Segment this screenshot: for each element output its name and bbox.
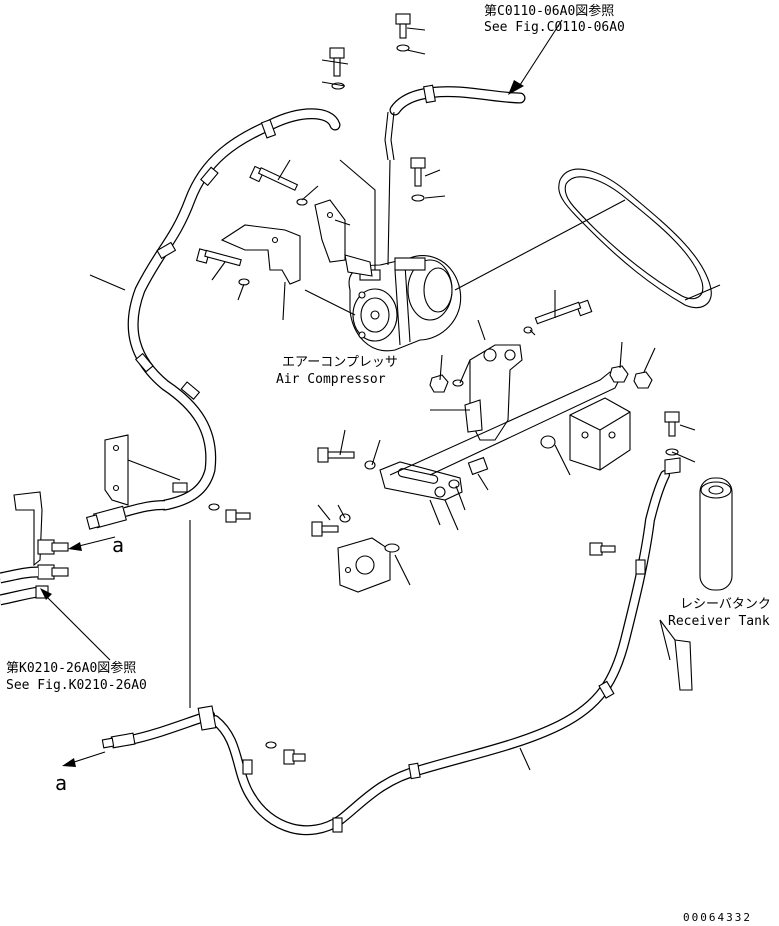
reference-arrows — [40, 19, 563, 767]
bolts — [195, 13, 680, 765]
belt-guard — [569, 397, 631, 471]
air-compressor-en: Air Compressor — [276, 372, 386, 387]
v-belt — [558, 168, 712, 309]
bracket-hole — [112, 484, 120, 492]
left-valve-assembly — [0, 491, 69, 606]
left-fitting — [85, 500, 166, 530]
connector-a-upper: a — [112, 533, 124, 557]
lower-hose — [210, 470, 670, 836]
lower-left-hose — [101, 520, 217, 749]
ref-c0110-en: See Fig.C0110-06A0 — [484, 20, 625, 35]
left-bracket — [104, 434, 129, 506]
receiver-tank-en: Receiver Tank — [668, 614, 770, 629]
main-left-hose — [127, 108, 341, 511]
air-compressor — [348, 255, 462, 352]
ref-k0210-jp: 第K0210-26A0図参照 — [6, 660, 136, 676]
leader-lines — [89, 27, 721, 771]
idler-bracket — [337, 537, 391, 593]
connector-a-lower: a — [55, 771, 67, 795]
compressor-bracket-upper — [220, 199, 373, 285]
air-compressor-jp: エアーコンプレッサ — [282, 355, 398, 370]
upper-right-hose — [384, 84, 526, 161]
receiver-tank — [659, 457, 733, 691]
receiver-tank-jp: レシーバタンク — [680, 597, 771, 612]
ref-c0110-jp: 第C0110-06A0図参照 — [484, 3, 614, 19]
tensioner-bracket — [379, 344, 523, 501]
bracket-hole — [112, 444, 120, 452]
ref-k0210-en: See Fig.K0210-26A0 — [6, 678, 147, 693]
drawing-number: 00064332 — [683, 911, 752, 924]
